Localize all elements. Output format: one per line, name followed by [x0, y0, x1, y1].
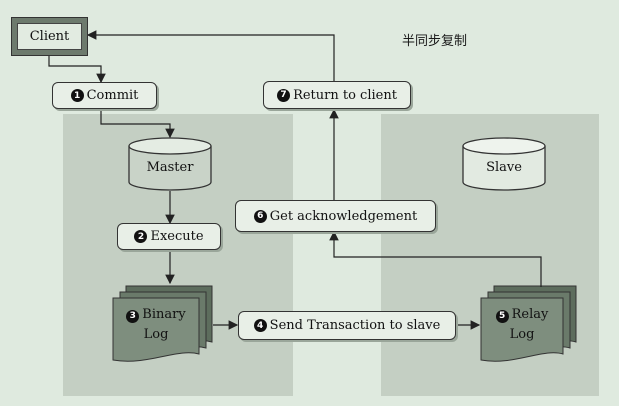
step-number-4-icon: 4 — [253, 319, 267, 332]
step-commit: 1 Commit — [52, 82, 157, 109]
step-execute: 2 Execute — [117, 223, 221, 250]
step-number-5-icon: 5 — [495, 309, 509, 323]
step-number-2-icon: 2 — [134, 230, 148, 243]
step-send-label: Send Transaction to slave — [269, 318, 441, 333]
diagram-title: 半同步复制 — [402, 34, 468, 49]
step-commit-label: Commit — [86, 88, 139, 103]
step-number-7-icon: 7 — [277, 88, 291, 102]
binary-log-line1: Binary — [142, 307, 186, 322]
binary-log-line2: Log — [143, 327, 169, 342]
step-return-label: Return to client — [293, 87, 397, 103]
master-label: Master — [146, 159, 194, 175]
relay-log-line2: Log — [509, 327, 535, 342]
step-return: 7 Return to client — [263, 81, 411, 109]
step-number-3-icon: 3 — [126, 309, 140, 323]
step-ack-label: Get acknowledgement — [269, 208, 418, 224]
connectors — [48, 30, 542, 330]
relay-log-line1: Relay — [511, 307, 549, 322]
step-send: 4 Send Transaction to slave — [238, 311, 456, 340]
step-ack: 6 Get acknowledgement — [235, 200, 436, 232]
step-number-6-icon: 6 — [253, 209, 267, 223]
client-label: Client — [17, 23, 82, 50]
step-number-1-icon: 1 — [70, 89, 84, 102]
slave-db-icon — [462, 137, 546, 191]
slave-label: Slave — [486, 159, 522, 175]
step-execute-label: Execute — [150, 229, 204, 244]
client-node: Client — [11, 17, 88, 56]
